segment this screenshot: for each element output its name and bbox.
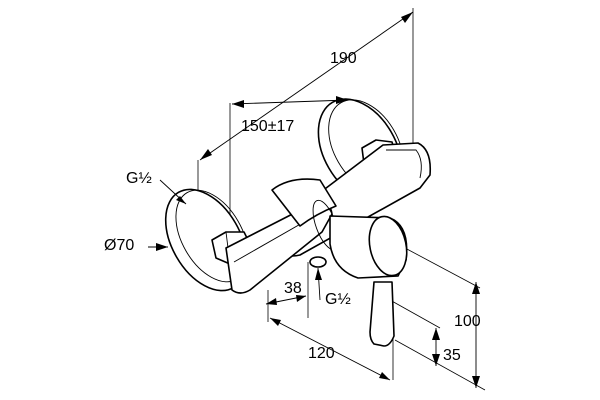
- dimension-150: 150±17: [231, 96, 349, 135]
- dimension-38-label: 38: [284, 280, 302, 297]
- dimension-190: 190: [199, 11, 414, 161]
- dimension-g-half-outlet: G½: [315, 267, 351, 308]
- outlet-spout: [369, 281, 395, 347]
- dimension-120-label: 120: [308, 345, 335, 362]
- dimension-150-label: 150±17: [241, 118, 294, 135]
- dimension-35-label: 35: [443, 347, 461, 364]
- dimension-diameter-70-label: Ø70: [104, 237, 134, 254]
- dimension-38: 38: [265, 280, 307, 305]
- dimension-35: 35: [432, 328, 461, 366]
- dimension-120: 120: [269, 317, 391, 381]
- dimension-190-label: 190: [330, 50, 357, 67]
- dimension-g-half-top: G½: [126, 170, 187, 205]
- control-knob: [329, 215, 408, 279]
- dimension-g-half-top-label: G½: [126, 170, 152, 187]
- dimension-100-label: 100: [454, 313, 481, 330]
- dimension-diameter-70: Ø70: [104, 237, 168, 254]
- dimension-100: 100: [454, 282, 481, 388]
- outlet-nipple: [309, 256, 327, 268]
- dimension-g-half-outlet-label: G½: [325, 291, 351, 308]
